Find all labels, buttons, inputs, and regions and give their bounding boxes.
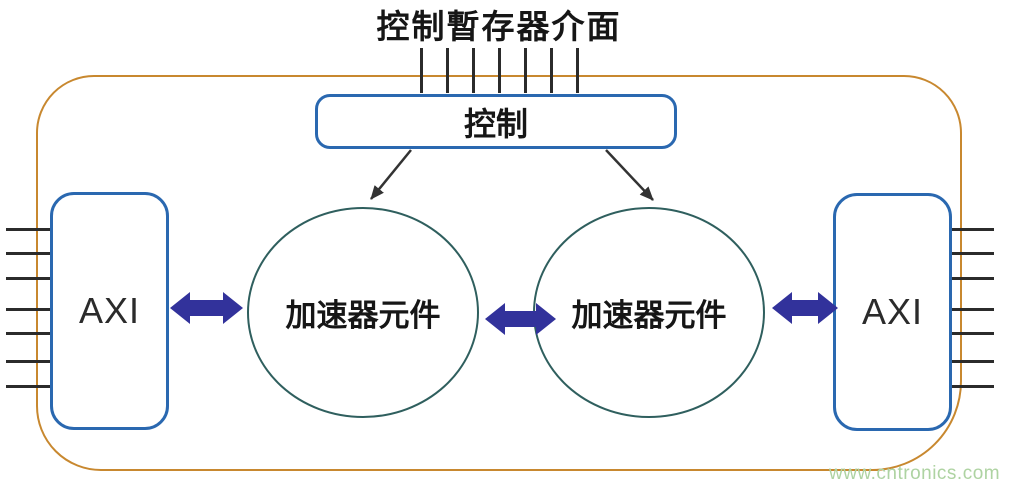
bus-tick <box>420 48 423 93</box>
bus-line <box>6 385 52 388</box>
axi-block-left: AXI <box>50 192 169 430</box>
bus-line <box>952 228 994 231</box>
bus-tick <box>576 48 579 93</box>
bus-line <box>952 360 994 363</box>
bus-tick <box>472 48 475 93</box>
axi-left-label: AXI <box>78 290 141 331</box>
bus-line <box>952 252 994 255</box>
bus-tick <box>524 48 527 93</box>
accelerator-right-label: 加速器元件 <box>571 298 727 333</box>
accelerator-right: 加速器元件 <box>533 207 765 418</box>
bus-line <box>6 360 52 363</box>
bus-line <box>6 332 52 335</box>
watermark: www.cntronics.com <box>829 463 1001 484</box>
bus-line <box>952 308 994 311</box>
control-block-label: 控制 <box>463 105 528 142</box>
bus-tick <box>446 48 449 93</box>
bus-tick <box>498 48 501 93</box>
bus-line <box>6 228 52 231</box>
bus-line <box>952 277 994 280</box>
bus-tick <box>550 48 553 93</box>
accelerator-left-label: 加速器元件 <box>285 298 441 333</box>
bus-line <box>6 308 52 311</box>
axi-block-right: AXI <box>833 193 952 431</box>
accelerator-left: 加速器元件 <box>247 207 479 418</box>
bus-line <box>6 277 52 280</box>
bus-line <box>952 332 994 335</box>
diagram-title: 控制暫存器介面 <box>376 8 622 45</box>
axi-right-label: AXI <box>861 291 924 332</box>
control-block: 控制 <box>315 94 677 149</box>
bus-line <box>952 385 994 388</box>
bus-line <box>6 252 52 255</box>
